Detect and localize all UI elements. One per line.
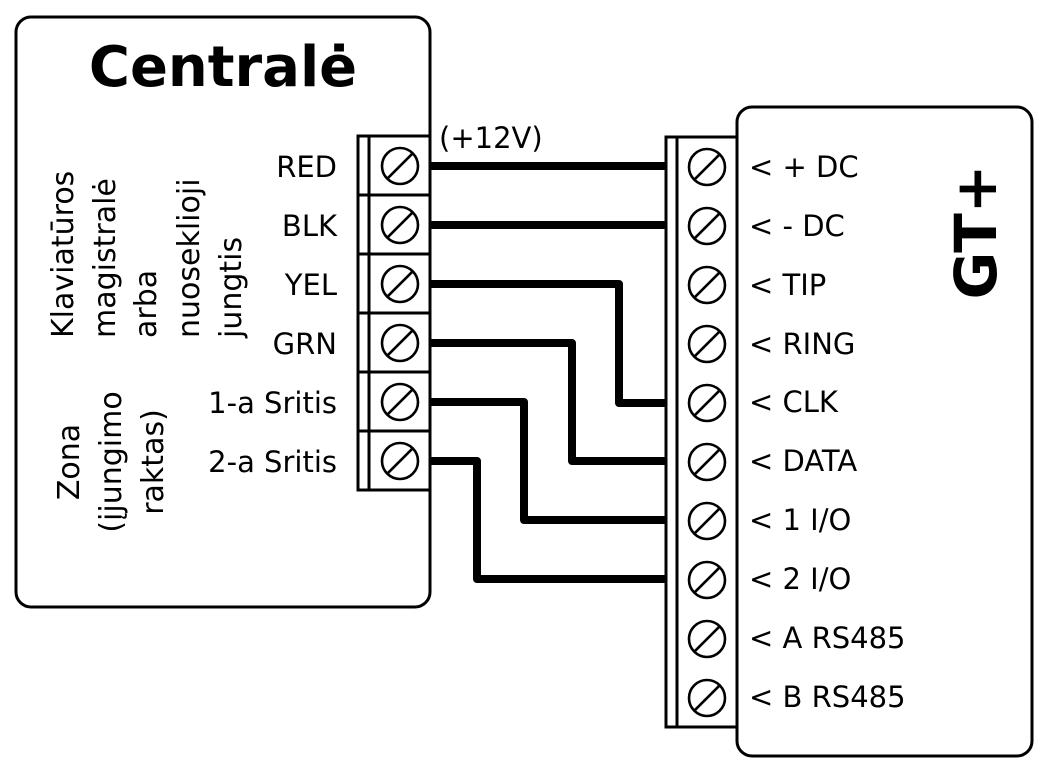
screw-terminal-icon [687, 324, 727, 364]
zone-line-2: (įjungimo [94, 391, 129, 532]
gt-terminal-labels: < + DC < - DC < TIP < RING < CLK < DATA … [749, 150, 906, 714]
gt-terminal-label: < 2 I/O [749, 562, 851, 596]
keypad-line-2: magistralė [88, 178, 123, 338]
gt-terminal-label: < TIP [749, 268, 826, 302]
voltage-note: (+12V) [439, 121, 543, 155]
gt-terminal-label: < CLK [749, 385, 839, 419]
screw-terminal-icon [380, 205, 420, 245]
centrale-terminal-label: RED [276, 150, 337, 184]
screw-terminal-icon [687, 147, 727, 187]
screw-terminal-icon [687, 560, 727, 600]
screw-terminal-icon [380, 441, 420, 481]
wire-grn-to-data [430, 339, 666, 465]
gt-terminal-label: < RING [749, 327, 855, 361]
gt-terminal-label: < DATA [749, 444, 857, 478]
screw-terminal-icon [687, 501, 727, 541]
centrale-terminal-label: GRN [273, 327, 337, 361]
centrale-title: Centralė [89, 35, 357, 100]
screw-terminal-icon [380, 264, 420, 304]
centrale-terminal-labels: RED BLK YEL GRN 1-a Sritis 2-a Sritis [208, 150, 338, 479]
centrale-terminal-label: YEL [284, 268, 337, 302]
wire-zone1-to-io1 [430, 398, 666, 524]
screw-terminal-icon [687, 678, 727, 718]
screw-terminal-icon [687, 442, 727, 482]
gt-terminal-label: < - DC [749, 209, 845, 243]
zone-label: Zona (įjungimo raktas) [52, 391, 171, 532]
centrale-terminal-label: BLK [282, 209, 338, 243]
wire-zone2-to-io2 [430, 457, 666, 583]
centrale-terminal-block [356, 134, 432, 492]
wires [430, 162, 666, 583]
keypad-line-5: jungtis [214, 237, 249, 339]
keypad-line-3: arba [129, 270, 164, 338]
screw-terminal-icon [687, 383, 727, 423]
screw-terminal-icon [380, 382, 420, 422]
gt-terminal-label: < B RS485 [749, 680, 906, 714]
gt-terminal-block [664, 135, 739, 729]
keypad-line-1: Klaviatūros [46, 171, 81, 338]
screw-terminal-icon [687, 206, 727, 246]
keypad-bus-label: Klaviatūros magistralė arba nuoseklioji … [46, 171, 249, 339]
keypad-line-4: nuoseklioji [172, 178, 207, 338]
centrale-terminal-label: 1-a Sritis [208, 386, 337, 420]
gt-terminal-label: < + DC [749, 150, 859, 184]
screw-terminal-icon [687, 619, 727, 659]
gt-terminal-label: < 1 I/O [749, 503, 851, 537]
screw-terminal-icon [380, 323, 420, 363]
wire-yel-to-clk [430, 280, 666, 407]
zone-line-1: Zona [52, 424, 87, 500]
screw-terminal-icon [687, 265, 727, 305]
gt-module-title: GT+ [942, 165, 1010, 300]
zone-line-3: raktas) [136, 409, 171, 515]
centrale-terminal-label: 2-a Sritis [208, 445, 337, 479]
gt-terminal-label: < A RS485 [749, 621, 905, 655]
screw-terminal-icon [380, 146, 420, 186]
